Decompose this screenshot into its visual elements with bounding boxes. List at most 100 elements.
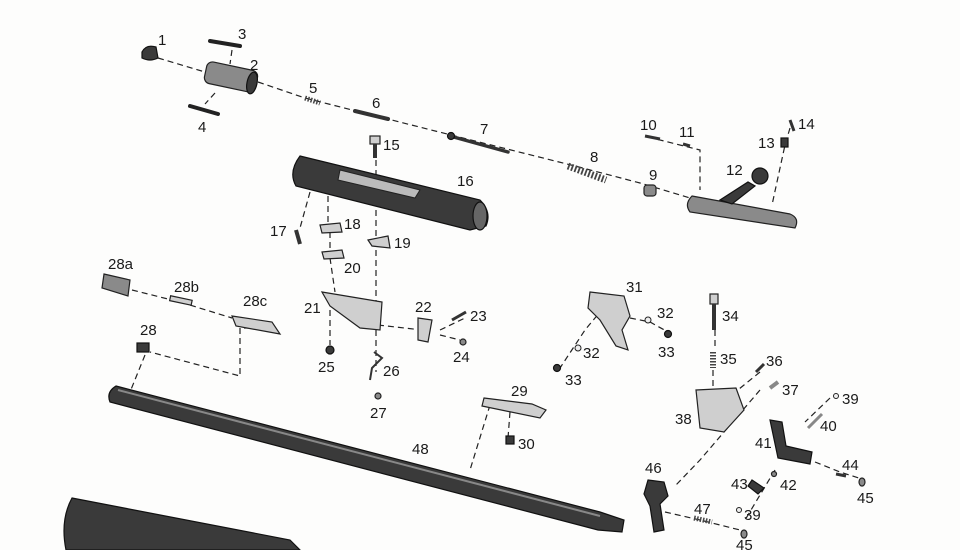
part-11-shape: [682, 142, 691, 148]
part-45a-shape: [858, 477, 866, 487]
part-5-shape: [304, 95, 321, 106]
label-part-45-lower: 45: [736, 537, 753, 550]
label-part-9: 9: [649, 167, 657, 184]
part-39a-shape: [833, 393, 839, 399]
part-7-shape: [446, 131, 510, 154]
part-31-shape: [587, 291, 631, 351]
part-46-shape: [643, 479, 669, 533]
part-45b-shape: [740, 529, 748, 539]
label-part-39-upper: 39: [842, 391, 859, 408]
label-part-43: 43: [731, 476, 748, 493]
label-part-29: 29: [511, 383, 528, 400]
label-part-16: 16: [457, 173, 474, 190]
part-25-shape: [325, 345, 335, 355]
part-21-shape: [320, 291, 383, 331]
part-22-shape: [417, 317, 433, 343]
label-part-46: 46: [645, 460, 662, 477]
part-10-shape: [644, 134, 661, 141]
part-47-shape: [693, 515, 713, 525]
label-part-40: 40: [820, 418, 837, 435]
part-33a-shape: [663, 329, 673, 339]
label-part-24: 24: [453, 349, 470, 366]
part-28c-shape: [231, 315, 282, 335]
part-1-shape: [141, 45, 159, 61]
label-part-28a: 28a: [108, 256, 134, 273]
label-part-11: 11: [679, 124, 695, 141]
label-part-12: 12: [726, 162, 743, 179]
part-27-shape: [374, 392, 382, 400]
part-44-shape: [835, 472, 847, 478]
part-23-shape: [451, 310, 467, 322]
part-32a-shape: [644, 316, 652, 324]
part-3-shape: [208, 39, 242, 48]
part-13-shape: [780, 137, 789, 148]
label-part-1: 1: [158, 32, 166, 49]
part-12-shape: [686, 167, 798, 229]
part-8-shape: [566, 162, 608, 184]
part-24-shape: [459, 338, 467, 346]
part-17-shape: [294, 229, 302, 245]
part-43-shape: [747, 479, 765, 495]
label-part-33-lower: 33: [565, 372, 582, 389]
part-14-shape: [788, 119, 796, 132]
label-part-23: 23: [470, 308, 487, 325]
part-26-shape: [369, 351, 384, 381]
label-part-42: 42: [780, 477, 797, 494]
label-part-22: 22: [415, 299, 432, 316]
label-part-26: 26: [383, 363, 400, 380]
label-part-28b: 28b: [174, 279, 199, 296]
part-16-shape: [292, 155, 489, 231]
part-38-shape: [695, 387, 745, 433]
part-39b-shape: [736, 507, 742, 513]
label-part-39-lower: 39: [744, 507, 761, 524]
part-9-shape: [643, 184, 657, 197]
part-6-shape: [353, 109, 390, 121]
label-part-3: 3: [238, 26, 246, 43]
label-part-31: 31: [626, 279, 643, 296]
assembly-leader-lines: [129, 49, 866, 531]
stock-shape: [63, 497, 301, 550]
label-part-6: 6: [372, 95, 380, 112]
part-28-shape: [136, 342, 150, 353]
label-part-32-lower: 32: [583, 345, 600, 362]
part-2-shape: [203, 61, 259, 95]
label-part-48: 48: [412, 441, 429, 458]
label-part-38: 38: [675, 411, 692, 428]
part-18-shape: [319, 222, 343, 234]
label-part-45-upper: 45: [857, 490, 874, 507]
label-part-35: 35: [720, 351, 737, 368]
part-20-shape: [321, 249, 345, 260]
part-42-shape: [770, 470, 778, 478]
label-part-10: 10: [640, 117, 657, 134]
part-15-shape: [369, 135, 381, 158]
part-30-shape: [505, 435, 515, 445]
label-part-18: 18: [344, 216, 361, 233]
label-part-7: 7: [480, 121, 488, 138]
part-34-shape: [709, 293, 719, 330]
part-37-shape: [768, 380, 780, 390]
label-part-15: 15: [383, 137, 400, 154]
part-33b-shape: [552, 363, 562, 373]
label-part-44: 44: [842, 457, 859, 474]
parts: [63, 39, 866, 550]
part-4-shape: [188, 104, 220, 116]
part-40-shape: [806, 412, 824, 430]
part-29-shape: [481, 397, 547, 419]
part-19-shape: [367, 235, 391, 249]
part-41-shape: [769, 419, 813, 465]
label-part-27: 27: [370, 405, 387, 422]
label-part-28c: 28c: [243, 293, 268, 310]
part-28b-shape: [168, 295, 193, 306]
part-labels: 1 3 2 4 5 6 7 8 9 10 11 12 13 14 15 16 1…: [108, 26, 874, 550]
label-part-17: 17: [270, 223, 287, 240]
part-48-shape: [108, 385, 625, 533]
label-part-25: 25: [318, 359, 335, 376]
label-part-32-upper: 32: [657, 305, 674, 322]
label-part-47: 47: [694, 501, 711, 518]
part-32b-shape: [574, 344, 582, 352]
part-36-shape: [754, 362, 766, 374]
label-part-20: 20: [344, 260, 361, 277]
label-part-28: 28: [140, 322, 157, 339]
